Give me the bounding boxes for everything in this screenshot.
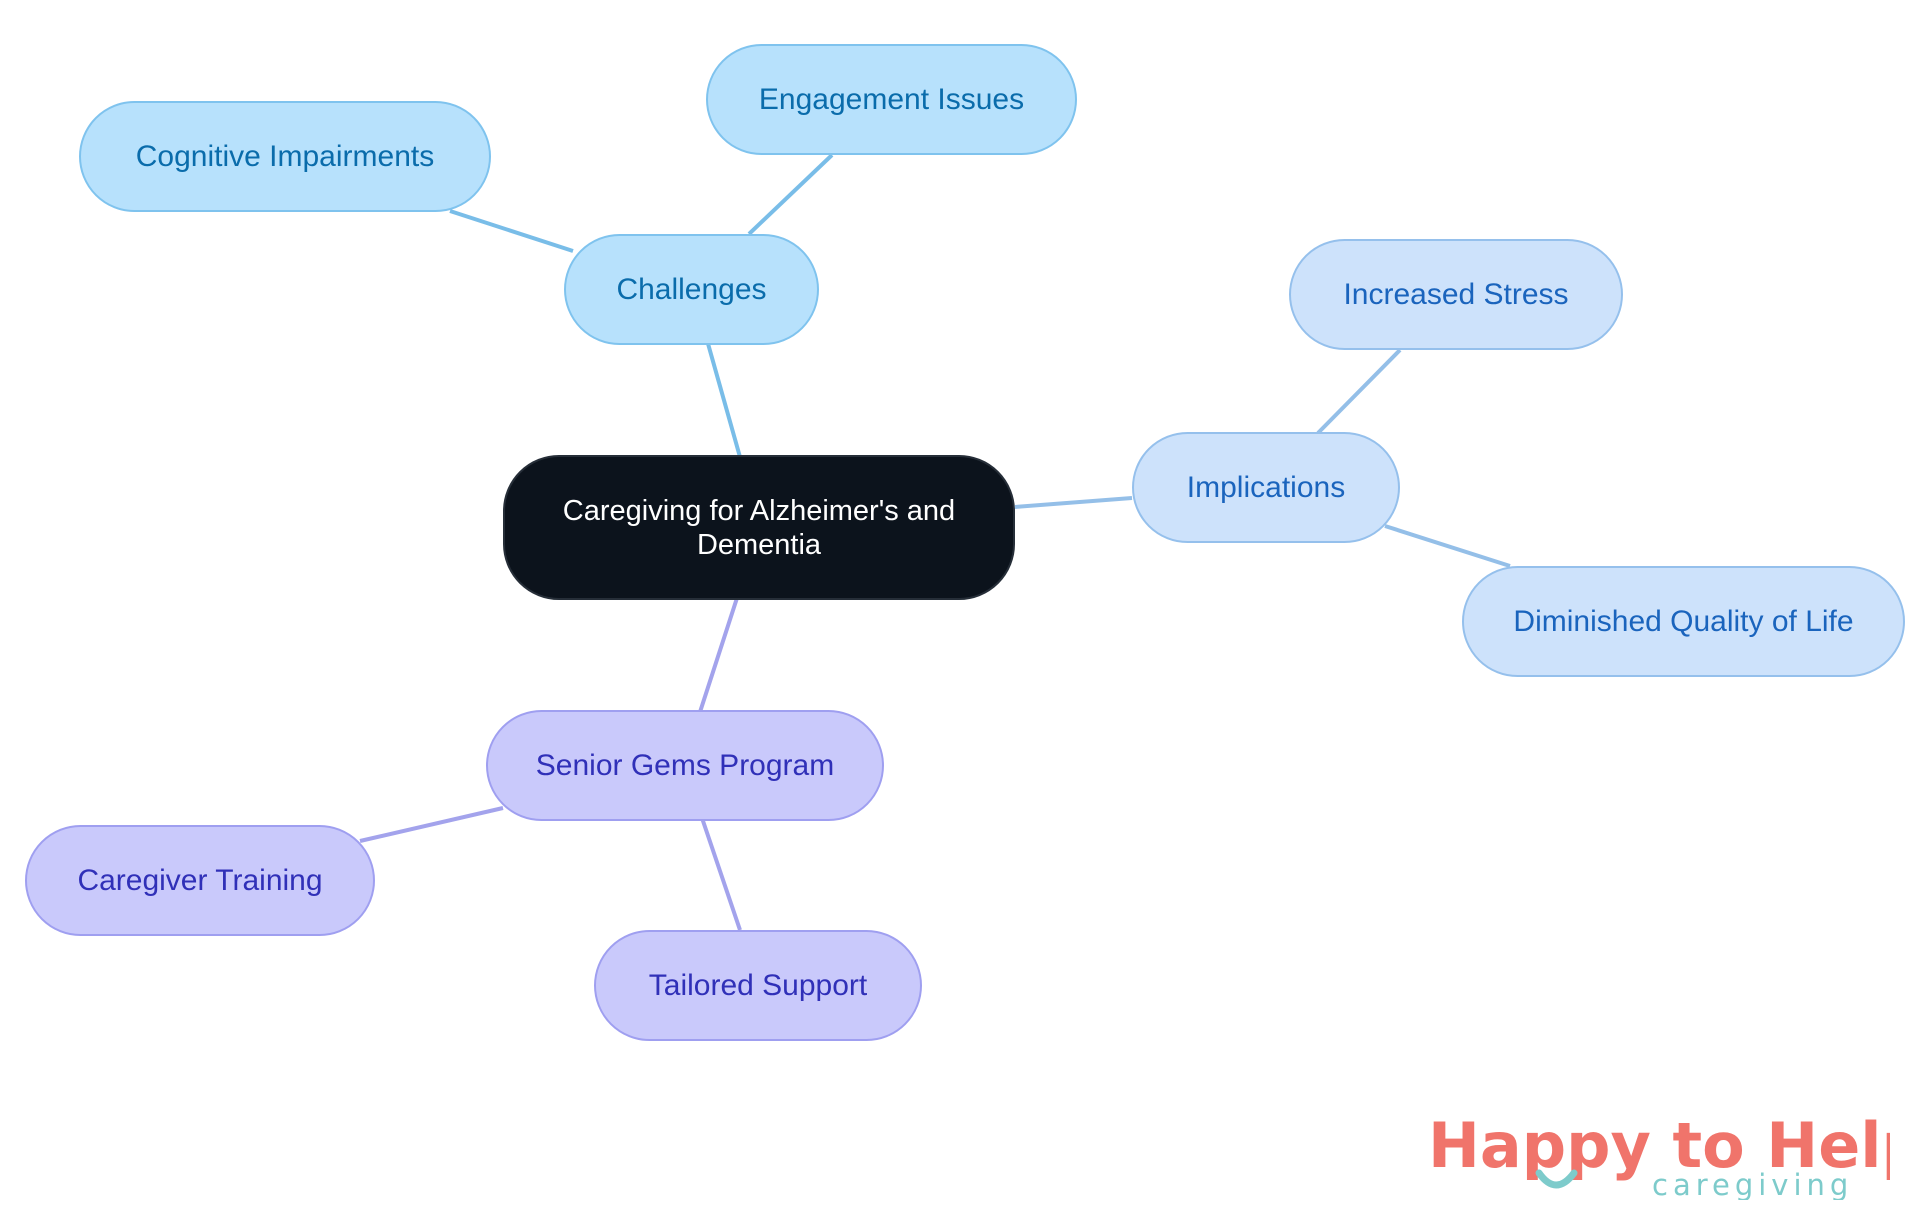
branch-node-label: Senior Gems Program (535, 748, 835, 782)
edge-challenges-engagement (747, 153, 834, 236)
root-node-label: Caregiving for Alzheimer's and Dementia (562, 494, 956, 561)
branch-node-label: Challenges (616, 272, 767, 306)
edge-root-challenges (703, 332, 742, 458)
logo-sub-text: caregiving (1652, 1168, 1853, 1200)
leaf-node-label: Caregiver Training (77, 863, 323, 897)
leaf-node-label: Cognitive Impairments (135, 139, 435, 173)
edge-challenges-cognitive (449, 209, 574, 253)
leaf-node-label: Diminished Quality of Life (1513, 604, 1854, 638)
leaf-node-engagement-issues: Engagement Issues (706, 44, 1077, 155)
happy-to-help-logo: Happy to Help caregiving (1420, 1105, 1890, 1200)
branch-node-implications: Implications (1132, 432, 1400, 543)
branch-node-senior-gems-program: Senior Gems Program (486, 710, 884, 821)
leaf-node-label: Increased Stress (1343, 277, 1569, 311)
branch-node-label: Implications (1186, 470, 1346, 504)
logo-graphic: Happy to Help caregiving (1428, 1109, 1890, 1200)
leaf-node-label: Tailored Support (648, 968, 868, 1002)
leaf-node-diminished-quality-of-life: Diminished Quality of Life (1462, 566, 1905, 677)
leaf-node-caregiver-training: Caregiver Training (25, 825, 375, 936)
root-node: Caregiving for Alzheimer's and Dementia (503, 455, 1015, 600)
leaf-node-label: Engagement Issues (758, 82, 1025, 116)
edge-implications-quality (1384, 524, 1511, 568)
leaf-node-tailored-support: Tailored Support (594, 930, 922, 1041)
leaf-node-cognitive-impairments: Cognitive Impairments (79, 101, 491, 212)
edge-program-support (700, 817, 742, 931)
leaf-node-increased-stress: Increased Stress (1289, 239, 1623, 350)
edge-root-program (698, 597, 739, 713)
edge-root-implications (1014, 496, 1133, 509)
edge-program-training (359, 806, 504, 843)
logo-main-text: Happy to Help (1428, 1109, 1890, 1182)
edge-implications-stress (1316, 348, 1402, 435)
branch-node-challenges: Challenges (564, 234, 819, 345)
smile-icon (1535, 1169, 1578, 1189)
